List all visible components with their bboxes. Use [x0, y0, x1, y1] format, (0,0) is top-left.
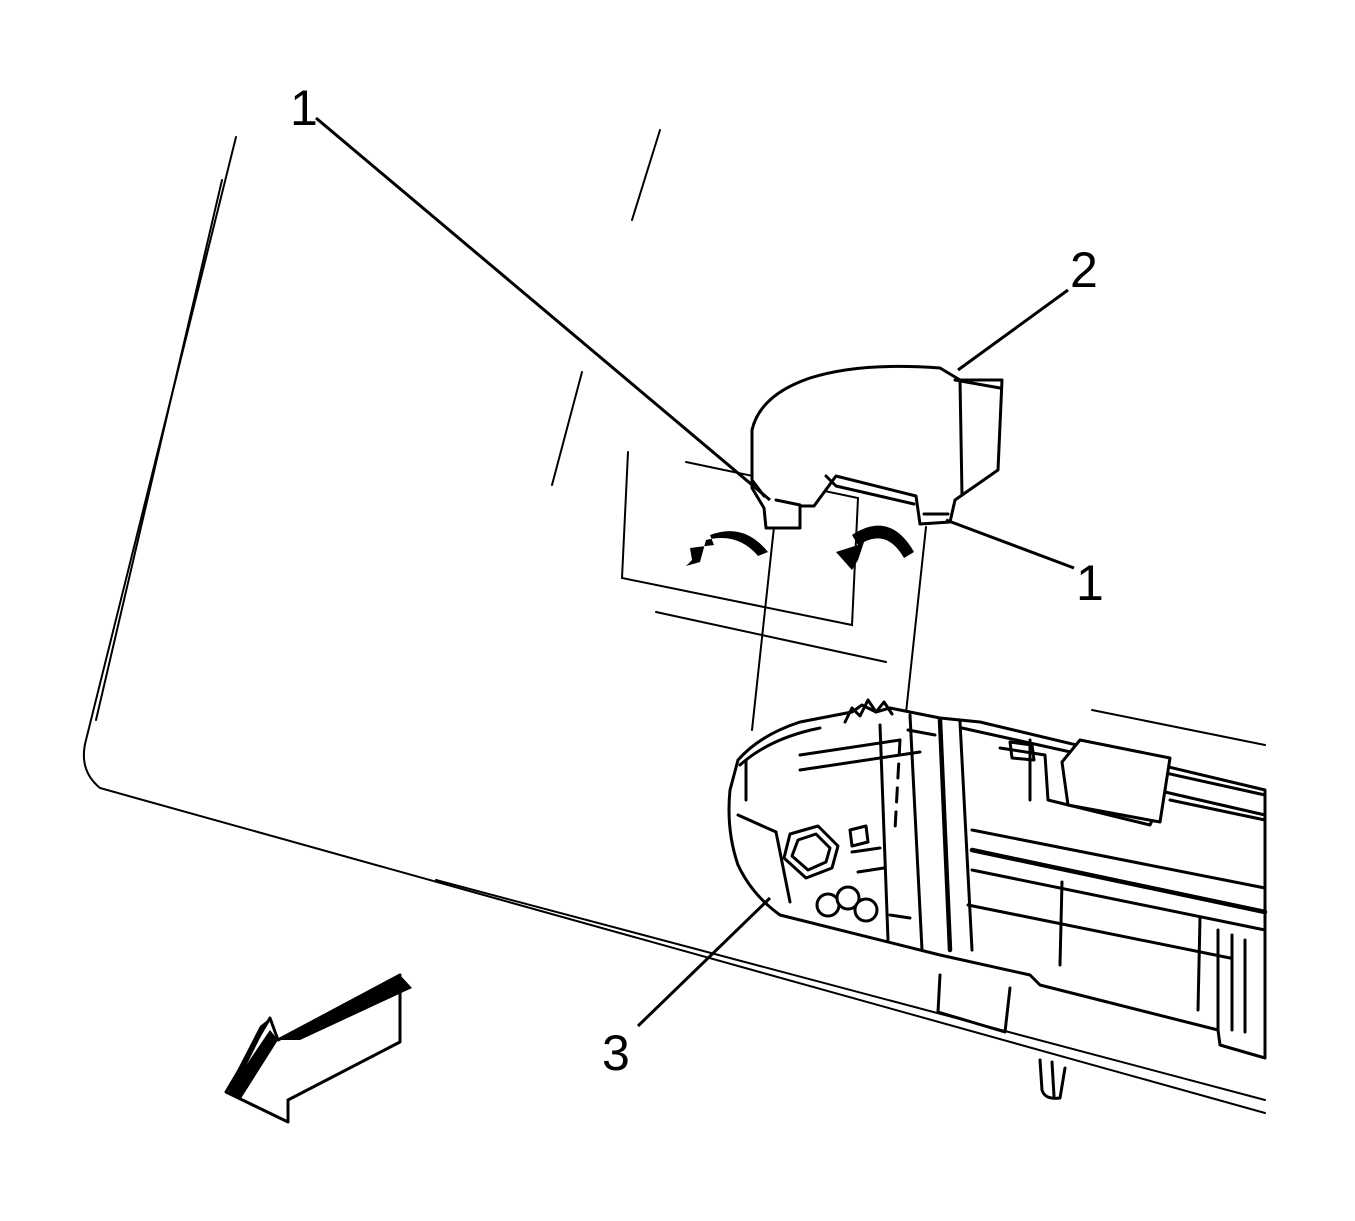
callout-1-right: 1	[1076, 555, 1104, 611]
callout-2: 2	[1070, 242, 1098, 298]
rotate-counterclockwise-arrow-icon	[836, 525, 914, 570]
front-direction-arrow-icon	[224, 973, 412, 1124]
callout-1-top: 1	[290, 80, 318, 136]
wiper-arm-cap	[750, 364, 1004, 530]
wiper-arm	[727, 698, 1268, 1100]
alignment-guide-lines	[751, 526, 927, 731]
rotate-counterclockwise-arrow-icon	[686, 531, 768, 566]
windshield-glass	[82, 129, 1266, 1114]
callout-leader-lines	[315, 116, 1075, 1028]
callout-3: 3	[602, 1025, 630, 1081]
